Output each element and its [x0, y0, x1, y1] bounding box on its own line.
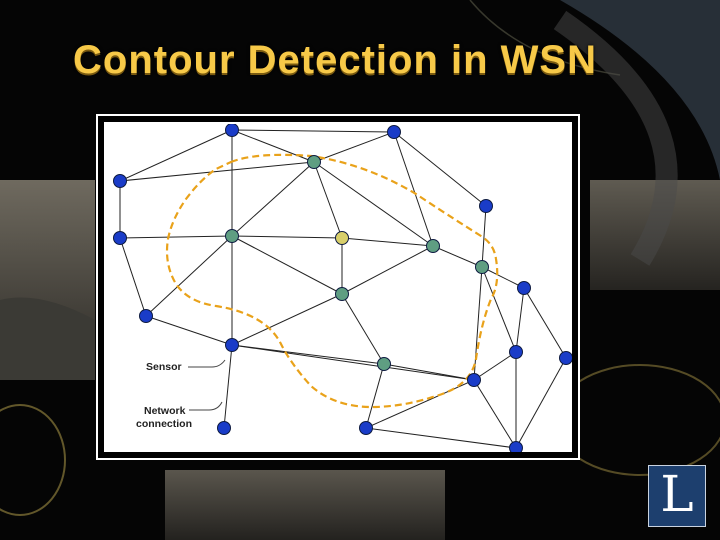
diagram-canvas: Sensor Network connection — [104, 122, 572, 452]
network-connection — [481, 266, 517, 353]
network-connection — [313, 131, 395, 163]
network-connection — [341, 293, 385, 365]
network-connection — [523, 287, 567, 359]
network-connection — [365, 427, 517, 449]
diagram-frame: Sensor Network connection — [96, 114, 580, 460]
network-connection — [231, 235, 343, 295]
boundary-sensor-node — [217, 421, 231, 435]
boundary-sensor-node — [479, 199, 493, 213]
network-connection — [231, 161, 315, 237]
boundary-sensor-node — [559, 351, 572, 365]
network-connection — [223, 344, 233, 429]
network-connection — [341, 237, 434, 247]
network-connection — [119, 235, 233, 239]
network-connection — [393, 131, 487, 207]
wsn-diagram: Sensor Network connection — [113, 124, 572, 452]
network-connection — [393, 131, 434, 247]
legend-sensor-label: Sensor — [146, 361, 182, 373]
boundary-sensor-node — [467, 373, 481, 387]
interior-sensor-node — [335, 287, 349, 301]
boundary-sensor-node — [517, 281, 531, 295]
network-connection — [473, 379, 517, 449]
contour-line — [165, 153, 499, 409]
network-connection — [231, 129, 315, 163]
boundary-sensor-node — [509, 441, 523, 452]
network-connection — [365, 363, 385, 429]
legend-network-label-line2: connection — [136, 418, 192, 430]
network-connection — [231, 235, 343, 239]
interior-sensor-node — [225, 229, 239, 243]
boundary-sensor-node — [113, 174, 127, 188]
interior-sensor-node — [377, 357, 391, 371]
network-connection — [145, 235, 233, 317]
boundary-sensor-node — [225, 124, 239, 137]
network-connection — [515, 287, 525, 353]
network-connection — [231, 129, 395, 133]
legend-network-label-line1: Network — [144, 405, 186, 417]
network-connection — [365, 379, 475, 429]
network-connection — [481, 266, 525, 289]
boundary-sensor-node — [359, 421, 373, 435]
network-connection — [313, 161, 434, 247]
network-connection — [119, 129, 233, 182]
network-connection — [341, 245, 434, 295]
interior-sensor-node — [475, 260, 489, 274]
network-connection — [383, 363, 475, 381]
slide-title: Contour Detection in WSN — [73, 38, 597, 82]
network-connection — [515, 357, 567, 449]
logo-mark-icon: L — [648, 465, 706, 527]
network-connection — [231, 293, 343, 346]
network-connection — [473, 266, 483, 381]
network-edges — [119, 129, 567, 449]
network-connection — [145, 315, 233, 346]
network-connection — [119, 161, 315, 182]
boundary-sensor-node — [225, 338, 239, 352]
interior-sensor-node — [307, 155, 321, 169]
boundary-sensor-node — [509, 345, 523, 359]
boundary-sensor-node — [139, 309, 153, 323]
network-connection — [432, 245, 483, 268]
sensor-nodes — [113, 124, 572, 452]
network-connection — [473, 351, 517, 381]
boundary-sensor-node — [387, 125, 401, 139]
network-connection — [481, 205, 487, 268]
center-sensor-node — [335, 231, 349, 245]
network-connection — [119, 237, 147, 317]
network-connection — [313, 161, 343, 239]
interior-sensor-node — [426, 239, 440, 253]
legend-network-pointer — [189, 401, 223, 411]
boundary-sensor-node — [113, 231, 127, 245]
logo-letter: L — [660, 465, 694, 523]
legend: Sensor Network connection — [136, 359, 226, 430]
network-connection — [231, 344, 475, 381]
legend-sensor-pointer — [188, 359, 226, 368]
